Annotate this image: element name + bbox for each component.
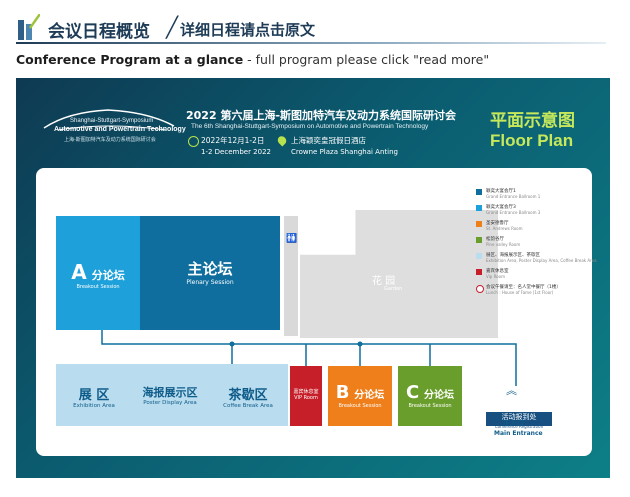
legend-swatch (476, 285, 484, 293)
location-en: Crowne Plaza Shanghai Anting (291, 148, 398, 156)
floor-plan-poster: Shanghai-Stuttgart-Symposium Automotive … (16, 78, 610, 478)
garden-label: 花 园 (372, 276, 396, 287)
header-underline (16, 42, 606, 44)
legend-swatch (476, 189, 482, 195)
section-title: 会议日程概览 (48, 22, 150, 42)
vip-room-name: 嘉宾休息室 (293, 389, 319, 395)
vip-room-en: VIP Room (294, 395, 318, 401)
legend-label: 颖奕大宴会厅3 (486, 205, 516, 210)
location-pin-icon (275, 134, 289, 147)
room-b-name: 分论坛 (354, 390, 385, 401)
exhibition-area: 展 区 Exhibition Area (56, 364, 132, 426)
restroom-corridor (284, 216, 298, 336)
floor-plan-title-en: Floor Plan (490, 131, 574, 150)
room-b: B 分论坛 Breakout Session (328, 366, 392, 426)
date-cn: 2022年12月1-2日 (201, 136, 265, 145)
restroom-icon: 🚻 (286, 234, 298, 244)
legend-label: 颖奕大宴会厅1 (486, 189, 516, 194)
room-plenary-en: Plenary Session (186, 279, 234, 286)
legend-label-en: Pine valley Room (486, 242, 521, 247)
vip-room: 嘉宾休息室 VIP Room (290, 366, 322, 426)
caption: Conference Program at a glance - full pr… (16, 52, 489, 67)
legend-label-en: Vip Room (486, 274, 505, 279)
legend-swatch (476, 237, 482, 243)
coffee-break-area: 茶歇区 Coffee Break Area (208, 364, 288, 426)
room-a-en: Breakout Session (76, 284, 120, 290)
room-plenary: 主论坛 Plenary Session (140, 216, 280, 330)
date-en: 1-2 December 2022 (201, 148, 271, 156)
legend-label: 会议午餐请至：名人堂中餐厅（1楼） (486, 285, 561, 290)
poster-area-en: Poster Display Area (143, 400, 197, 406)
conference-title-en: The 6th Shanghai-Stuttgart-Symposium on … (191, 123, 429, 130)
room-a-letter: A (71, 260, 87, 284)
legend-swatch (476, 269, 482, 275)
poster-area-name: 海报展示区 (142, 386, 198, 399)
conference-title-cn: 2022 第六届上海-斯图加特汽车及动力系统国际研讨会 (186, 109, 457, 122)
legend-swatch (476, 205, 482, 211)
legend-label: 圣安德鲁厅 (486, 221, 509, 226)
legend-label: 松韵谷厅 (486, 237, 504, 242)
caption-bold: Conference Program at a glance (16, 52, 244, 67)
floor-plan-title-cn: 平面示意图 (490, 111, 575, 131)
room-c: C 分论坛 Breakout Session (398, 366, 462, 426)
legend-label-en: Grand Entrance Ballroom 1 (486, 194, 541, 199)
floor-plan-map: A 分论坛 Breakout Session 主论坛 Plenary Sessi… (36, 168, 597, 456)
location-cn: 上海颖奕皇冠假日酒店 (291, 136, 366, 145)
main-entrance-cn: 主入口 (503, 419, 524, 427)
room-b-en: Breakout Session (338, 403, 382, 409)
caption-rest: - full program please click "read more" (243, 52, 490, 67)
main-entrance-en: Main Entrance (494, 430, 543, 437)
title-separator-icon: ╱ (166, 15, 179, 39)
coffee-area-en: Coffee Break Area (223, 403, 273, 409)
legend-item: 会议午餐请至：名人堂中餐厅（1楼）Lunch : House of Fame (… (476, 284, 586, 297)
logo-text-1: Shanghai-Stuttgart-Symposium (70, 118, 154, 124)
legend-swatch (476, 221, 482, 227)
registration-label: 活动报到处 (486, 412, 552, 426)
room-c-en: Breakout Session (408, 403, 452, 409)
coffee-area-name: 茶歇区 (228, 388, 268, 403)
room-plenary-name: 主论坛 (187, 260, 233, 278)
legend-label: 嘉宾休息室 (486, 269, 509, 274)
exhibition-area-en: Exhibition Area (73, 403, 115, 409)
room-c-name: 分论坛 (424, 390, 455, 401)
garden-label-en: Garden (384, 286, 403, 292)
car-logo-icon (43, 109, 175, 131)
legend-label: 展区、海报展示区、茶歇区 (486, 253, 540, 258)
clock-icon (188, 136, 199, 147)
logo-text-3: 上海-斯图加特汽车及动力系统国际研讨会 (64, 137, 156, 143)
route-lines (101, 330, 517, 386)
registration-label-en: Conference Registration (494, 424, 544, 429)
poster-display-area: 海报展示区 Poster Display Area (132, 364, 208, 426)
exhibition-area-name: 展 区 (78, 388, 110, 403)
legend-label-en: Exhibition Area, Poster Display Area, Co… (486, 258, 597, 263)
header-accent-icon (18, 14, 40, 40)
entrance-arrow-icon: ︽ (506, 384, 517, 397)
room-c-letter: C (405, 382, 420, 403)
room-a: A 分论坛 Breakout Session (56, 216, 140, 330)
room-b-letter: B (335, 382, 350, 403)
legend-label-en: Lunch : House of Fame (1st Floor) (486, 290, 554, 295)
room-a-name: 分论坛 (91, 269, 125, 282)
legend-label-en: Grand Entrance Ballroom 3 (486, 210, 541, 215)
section-subtitle: 详细日程请点击原文 (180, 21, 316, 39)
legend-label-en: St. Andrews Room (486, 226, 523, 231)
logo-text-2: Automotive and Powertrain Technology (54, 126, 186, 133)
legend-swatch (476, 253, 482, 259)
